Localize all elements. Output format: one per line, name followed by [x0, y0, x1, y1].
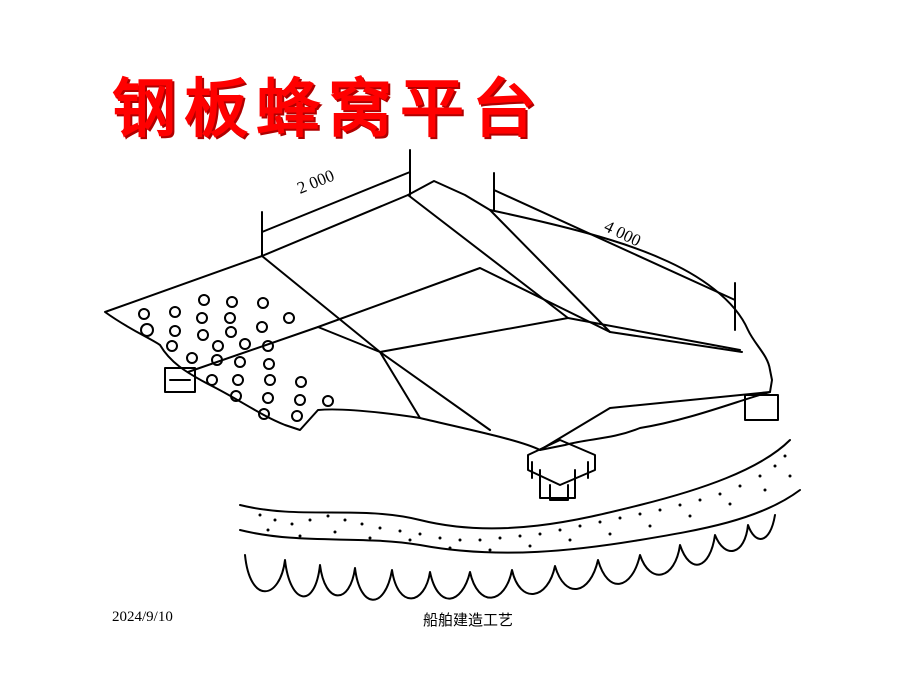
hole — [295, 376, 307, 388]
hole — [212, 340, 224, 352]
support-pedestal — [527, 439, 596, 501]
hole — [140, 323, 154, 337]
hole — [166, 340, 178, 352]
slide-title: 钢板蜂窝平台 — [112, 73, 544, 147]
hole — [225, 326, 237, 338]
hole — [169, 325, 181, 337]
dimension-label-left: 2 000 — [294, 166, 337, 198]
footer-date: 2024/9/10 — [112, 609, 173, 625]
dimension-line-left — [261, 149, 411, 257]
hole — [206, 374, 218, 386]
hole — [198, 294, 210, 306]
grid-line — [317, 326, 491, 431]
ground-surface — [239, 439, 791, 530]
hole — [234, 356, 246, 368]
hole — [186, 352, 198, 364]
footer-course-title: 船舶建造工艺 — [423, 611, 514, 629]
hole — [226, 296, 238, 308]
hole — [257, 297, 269, 309]
hole — [262, 392, 274, 404]
hole — [211, 354, 223, 366]
hole — [294, 394, 306, 406]
dimension-label-right: 4 000 — [601, 217, 644, 251]
hole — [197, 329, 209, 341]
hole — [283, 312, 295, 324]
hole — [230, 390, 242, 402]
hole — [263, 358, 275, 370]
support-beam-right — [744, 394, 779, 421]
hole — [138, 308, 150, 320]
hole — [262, 340, 274, 352]
ground-base — [239, 489, 801, 554]
hole — [169, 306, 181, 318]
grid-line — [187, 267, 743, 373]
hole — [258, 408, 270, 420]
hole — [256, 321, 268, 333]
hole — [291, 410, 303, 422]
hole — [224, 312, 236, 324]
hole — [232, 374, 244, 386]
honeycomb-holes — [138, 294, 334, 422]
hole — [322, 395, 334, 407]
gravel-texture — [258, 454, 792, 552]
foundation-stones — [244, 514, 776, 601]
hole — [239, 338, 251, 350]
plate-outline — [104, 180, 773, 451]
hole — [196, 312, 208, 324]
grid-line — [489, 209, 611, 333]
dimension-line-right — [493, 172, 736, 331]
support-beam-left — [164, 367, 196, 393]
grid-line — [539, 391, 771, 451]
hole — [264, 374, 276, 386]
grid-line — [379, 317, 569, 353]
